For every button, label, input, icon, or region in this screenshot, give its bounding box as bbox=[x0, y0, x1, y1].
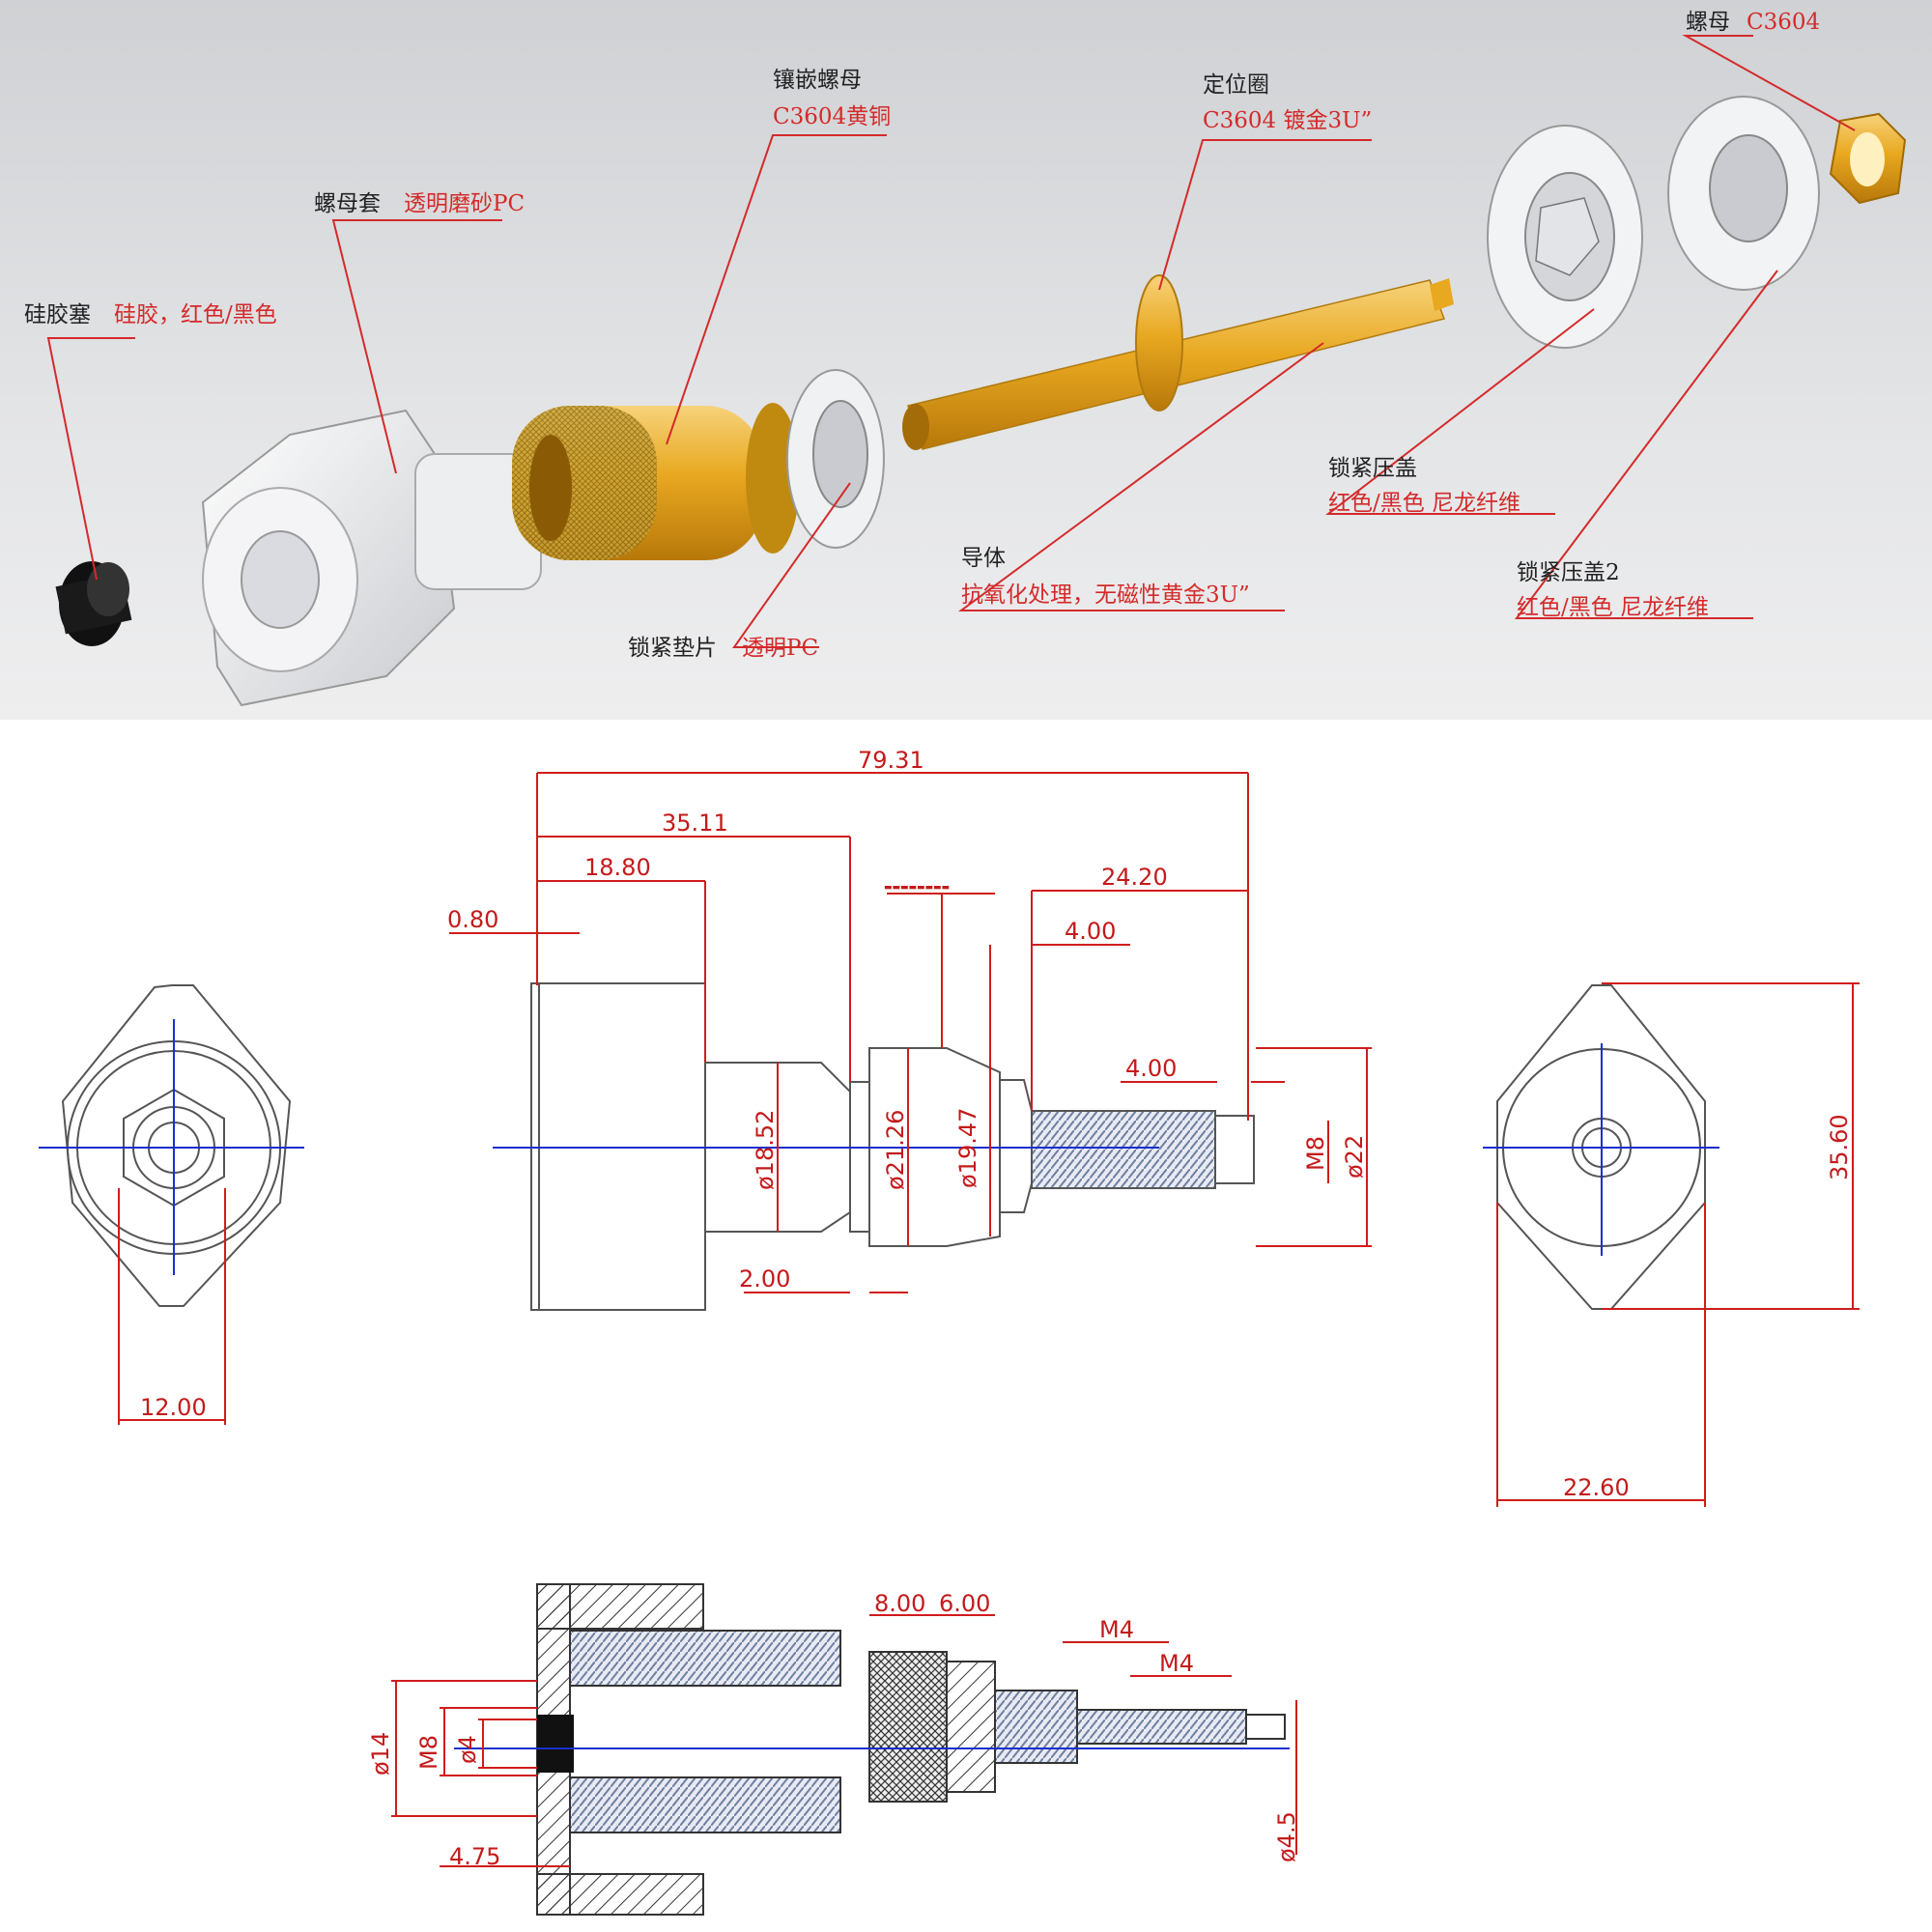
dim-section-dia-14: ø14 bbox=[367, 1732, 394, 1776]
material-insert-nut: C3604黄铜 bbox=[773, 104, 891, 129]
dim-2-00: 2.00 bbox=[739, 1265, 790, 1293]
nut-sleeve-part bbox=[201, 409, 542, 707]
insert-nut-part bbox=[512, 403, 800, 560]
material-lock-cap-2: 红色/黑色 尼龙纤维 bbox=[1517, 595, 1709, 620]
dim-right-height: 35.60 bbox=[1826, 1114, 1853, 1180]
lock-cap-part bbox=[1487, 125, 1643, 349]
label-positioning-ring: 定位圈 bbox=[1203, 72, 1269, 98]
dim-35-11: 35.11 bbox=[662, 810, 728, 837]
left-end-view bbox=[39, 984, 304, 1425]
dim-dia-19-47: ø19.47 bbox=[954, 1108, 981, 1188]
material-nut-sleeve: 透明磨砂PC bbox=[404, 191, 525, 216]
dim-4-00-right: 4.00 bbox=[1125, 1055, 1177, 1082]
dim-section-6-00: 6.00 bbox=[939, 1590, 990, 1617]
dim-left-width: 12.00 bbox=[140, 1394, 207, 1421]
dim-section-4-75: 4.75 bbox=[449, 1843, 500, 1870]
dim-dia-18-52: ø18.52 bbox=[752, 1110, 779, 1190]
label-nut: 螺母 bbox=[1686, 10, 1730, 35]
lock-washer-part bbox=[786, 369, 885, 549]
dim-18-80: 18.80 bbox=[584, 854, 651, 881]
dim-overall-length: 79.31 bbox=[858, 747, 924, 774]
dim-section-dia-4: ø4 bbox=[454, 1735, 481, 1764]
material-nut: C3604 bbox=[1747, 10, 1820, 35]
dim-0-80: 0.80 bbox=[447, 906, 498, 933]
label-lock-washer: 锁紧垫片 bbox=[628, 636, 717, 661]
side-view-dimensions bbox=[449, 772, 1372, 1293]
label-insert-nut: 镶嵌螺母 bbox=[773, 68, 862, 93]
dim-section-m4-b: M4 bbox=[1159, 1650, 1194, 1677]
dim-dia-22: ø22 bbox=[1341, 1135, 1368, 1179]
dim-section-m8: M8 bbox=[415, 1735, 442, 1770]
dim-right-width: 22.60 bbox=[1563, 1474, 1630, 1501]
silicone-plug-part bbox=[55, 561, 132, 646]
dim-4-00-top: 4.00 bbox=[1065, 918, 1116, 945]
right-end-view bbox=[1483, 982, 1860, 1507]
dim-section-8-00: 8.00 bbox=[874, 1590, 925, 1617]
dim-thread-m8: M8 bbox=[1302, 1136, 1329, 1171]
conductor-part bbox=[902, 274, 1454, 450]
side-view bbox=[493, 982, 1255, 1311]
section-view bbox=[454, 1583, 1290, 1916]
dim-24-20: 24.20 bbox=[1101, 864, 1168, 891]
dim-section-m4-a: M4 bbox=[1099, 1616, 1134, 1643]
material-lock-cap: 红色/黑色 尼龙纤维 bbox=[1328, 491, 1520, 516]
label-lock-cap-2: 锁紧压盖2 bbox=[1517, 560, 1620, 585]
label-conductor: 导体 bbox=[961, 546, 1006, 571]
nut-part bbox=[1829, 112, 1907, 205]
dim-note-small: ▬▬▬▬▬▬▬▬ bbox=[884, 883, 950, 893]
material-silicone-plug: 硅胶，红色/黑色 bbox=[114, 302, 277, 327]
dim-section-dia-4-5: ø4.5 bbox=[1273, 1811, 1300, 1862]
label-nut-sleeve: 螺母套 bbox=[314, 191, 381, 216]
label-silicone-plug: 硅胶塞 bbox=[24, 302, 91, 327]
material-positioning-ring: C3604 镀金3U” bbox=[1203, 108, 1372, 133]
exploded-leaders bbox=[46, 35, 1856, 648]
material-conductor: 抗氧化处理，无磁性黄金3U” bbox=[961, 582, 1250, 608]
lock-cap-2-part bbox=[1667, 96, 1820, 291]
dim-dia-21-26: ø21.26 bbox=[882, 1110, 909, 1190]
label-lock-cap: 锁紧压盖 bbox=[1328, 456, 1417, 481]
section-view-dimensions bbox=[391, 1614, 1297, 1867]
material-lock-washer: 透明PC bbox=[742, 636, 818, 661]
